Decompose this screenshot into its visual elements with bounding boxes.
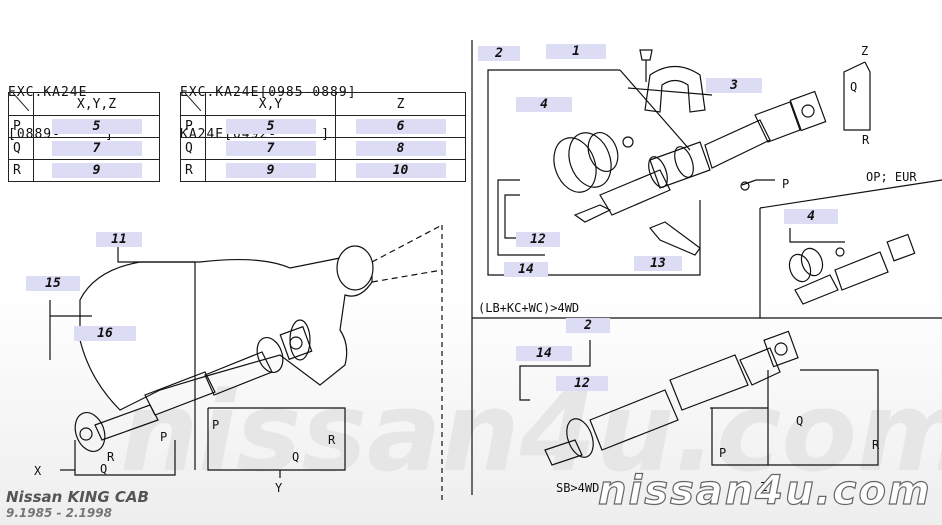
part-callout[interactable]: 9 [225, 163, 316, 178]
watermark-logo: nissan4u.com [597, 467, 932, 514]
label-q-top: Q [850, 80, 858, 94]
table2-row-label-q: Q [180, 137, 206, 160]
table1-row-label-p: P [8, 115, 34, 138]
table2-cell-r-z: 10 [335, 159, 466, 182]
table2-col-header-z: Z [335, 92, 466, 116]
part-callout[interactable]: 9 [51, 163, 142, 178]
label-p-lower: P [719, 446, 727, 460]
part-callout[interactable]: 5 [51, 119, 142, 134]
label-z-lower: Z [760, 480, 768, 494]
table2-row-label-r: R [180, 159, 206, 182]
label-r-lower: R [872, 438, 880, 452]
callout-2-top[interactable]: 2 [478, 46, 520, 61]
table1-cell-q: 7 [33, 137, 160, 160]
callout-1[interactable]: 1 [546, 44, 606, 59]
table1-cell-p: 5 [33, 115, 160, 138]
label-p-shaft: P [160, 430, 168, 444]
label-r-shaft: R [107, 450, 115, 464]
callout-3[interactable]: 3 [706, 78, 762, 93]
part-callout[interactable]: 7 [225, 141, 316, 156]
diagonal-slash-icon [12, 92, 30, 112]
table1-corner [8, 92, 34, 116]
callout-4-eur[interactable]: 4 [784, 209, 838, 224]
table2-col-header-xy: X,Y [205, 92, 336, 116]
label-r-top: R [862, 133, 870, 147]
label-op-eur: OP; EUR [866, 170, 917, 184]
label-p-mid: P [782, 177, 790, 191]
part-callout[interactable]: 8 [355, 141, 446, 156]
section-label-4wd-bottom: SB>4WD [556, 481, 600, 495]
table1-row-label-r: R [8, 159, 34, 182]
table1-cell-r: 9 [33, 159, 160, 182]
footer-dates: 9.1985 - 2.1998 [6, 506, 112, 520]
callout-16[interactable]: 16 [74, 326, 136, 341]
diagonal-slash-icon [184, 92, 202, 112]
spec-table-2: X,Y Z P 5 6 Q 7 8 R 9 10 [180, 92, 466, 182]
label-x-shaft: X [34, 464, 42, 478]
table2-cell-q-z: 8 [335, 137, 466, 160]
spec-table-1: X,Y,Z P 5 Q 7 R 9 [8, 92, 160, 182]
callout-12-lower[interactable]: 12 [556, 376, 608, 391]
part-callout[interactable]: 7 [51, 141, 142, 156]
callout-15[interactable]: 15 [26, 276, 80, 291]
table2-row-label-p: P [180, 115, 206, 138]
table2-cell-r-xy: 9 [205, 159, 336, 182]
callout-12-top[interactable]: 12 [516, 232, 560, 247]
callout-2-lower[interactable]: 2 [566, 318, 610, 333]
callout-14-lower[interactable]: 14 [516, 346, 572, 361]
table2-cell-p-xy: 5 [205, 115, 336, 138]
label-r-left: R [328, 433, 336, 447]
callout-11[interactable]: 11 [96, 232, 142, 247]
part-callout[interactable]: 6 [355, 119, 446, 134]
label-y-left: Y [275, 481, 283, 495]
watermark-ghost: nissan4u.com [120, 368, 942, 496]
footer-model: Nissan KING CAB [6, 488, 149, 506]
callout-14-top[interactable]: 14 [504, 262, 548, 277]
label-z-top: Z [861, 44, 869, 58]
table2-corner [180, 92, 206, 116]
part-callout[interactable]: 10 [355, 163, 446, 178]
table2-cell-p-z: 6 [335, 115, 466, 138]
section-label-4wd-top: (LB+KC+WC)>4WD [478, 301, 580, 315]
table2-cell-q-xy: 7 [205, 137, 336, 160]
label-q-left: Q [292, 450, 300, 464]
table1-col-header: X,Y,Z [33, 92, 160, 116]
label-q-lower: Q [796, 414, 804, 428]
label-p-left: P [212, 418, 220, 432]
callout-13[interactable]: 13 [634, 256, 682, 271]
table1-row-label-q: Q [8, 137, 34, 160]
part-callout[interactable]: 5 [225, 119, 316, 134]
label-q-shaft: Q [100, 462, 108, 476]
callout-4-top[interactable]: 4 [516, 97, 572, 112]
